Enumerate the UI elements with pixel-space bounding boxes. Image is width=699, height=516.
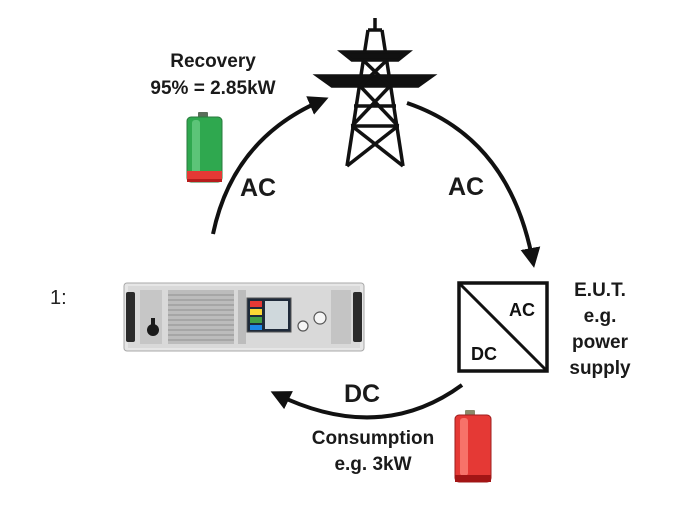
- converter-ac-label: AC: [509, 300, 535, 320]
- ac-flow-label-right: AC: [448, 173, 485, 201]
- converter-dc-label: DC: [471, 344, 497, 364]
- arrow-grid-to-eut: [406, 101, 541, 268]
- ac-flow-label-left: AC: [240, 174, 277, 202]
- consumption-title: Consumption: [311, 428, 435, 449]
- power-tower-icon: [312, 18, 438, 168]
- consumption-value: e.g. 3kW: [334, 454, 412, 475]
- dc-flow-label: DC: [344, 380, 381, 408]
- green-battery-icon: [186, 112, 223, 183]
- electronic-load-device: [123, 282, 365, 352]
- recovery-value: 95% = 2.85kW: [150, 78, 276, 99]
- recovery-label: Recovery 95% = 2.85kW: [108, 48, 318, 102]
- eut-line-2: e.g.: [583, 306, 617, 327]
- red-battery-icon: [454, 410, 492, 483]
- eut-line-3: power: [572, 332, 628, 353]
- eut-label: E.U.T. e.g. power supply: [548, 278, 652, 382]
- recovery-title: Recovery: [170, 51, 256, 72]
- eut-line-1: E.U.T.: [574, 280, 626, 301]
- figure-prefix: 1:: [50, 287, 67, 309]
- arrow-eut-to-device: [270, 383, 464, 420]
- arrow-device-to-grid: [211, 96, 329, 235]
- eut-line-4: supply: [569, 358, 631, 379]
- consumption-label: Consumption e.g. 3kW: [268, 426, 478, 478]
- converter-box: AC DC: [457, 281, 549, 373]
